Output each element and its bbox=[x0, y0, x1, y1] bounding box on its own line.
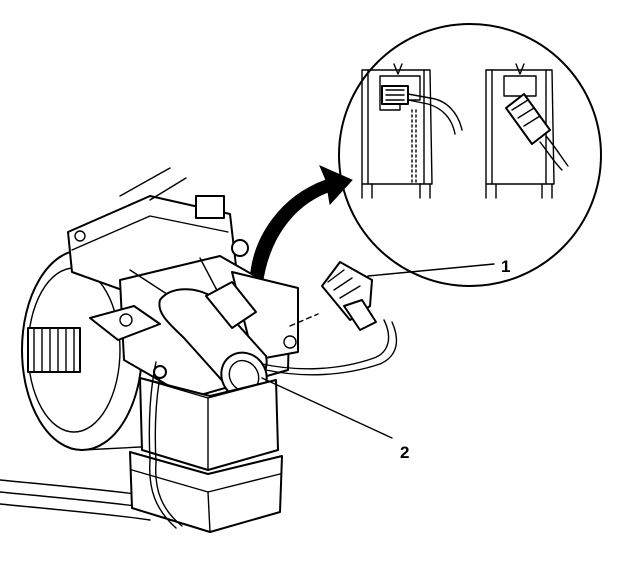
steering-column-assembly bbox=[0, 167, 398, 533]
inset-view-removed bbox=[485, 63, 569, 199]
callout-2-leader bbox=[261, 377, 393, 439]
callout-2-label: 2 bbox=[400, 443, 409, 462]
detail-arrow-icon bbox=[249, 165, 353, 287]
inset-view-installed bbox=[361, 63, 463, 199]
detail-inset bbox=[338, 23, 602, 287]
electrical-connector bbox=[321, 261, 377, 331]
callout-1-leader bbox=[367, 263, 495, 277]
callout-1-label: 1 bbox=[501, 257, 510, 276]
